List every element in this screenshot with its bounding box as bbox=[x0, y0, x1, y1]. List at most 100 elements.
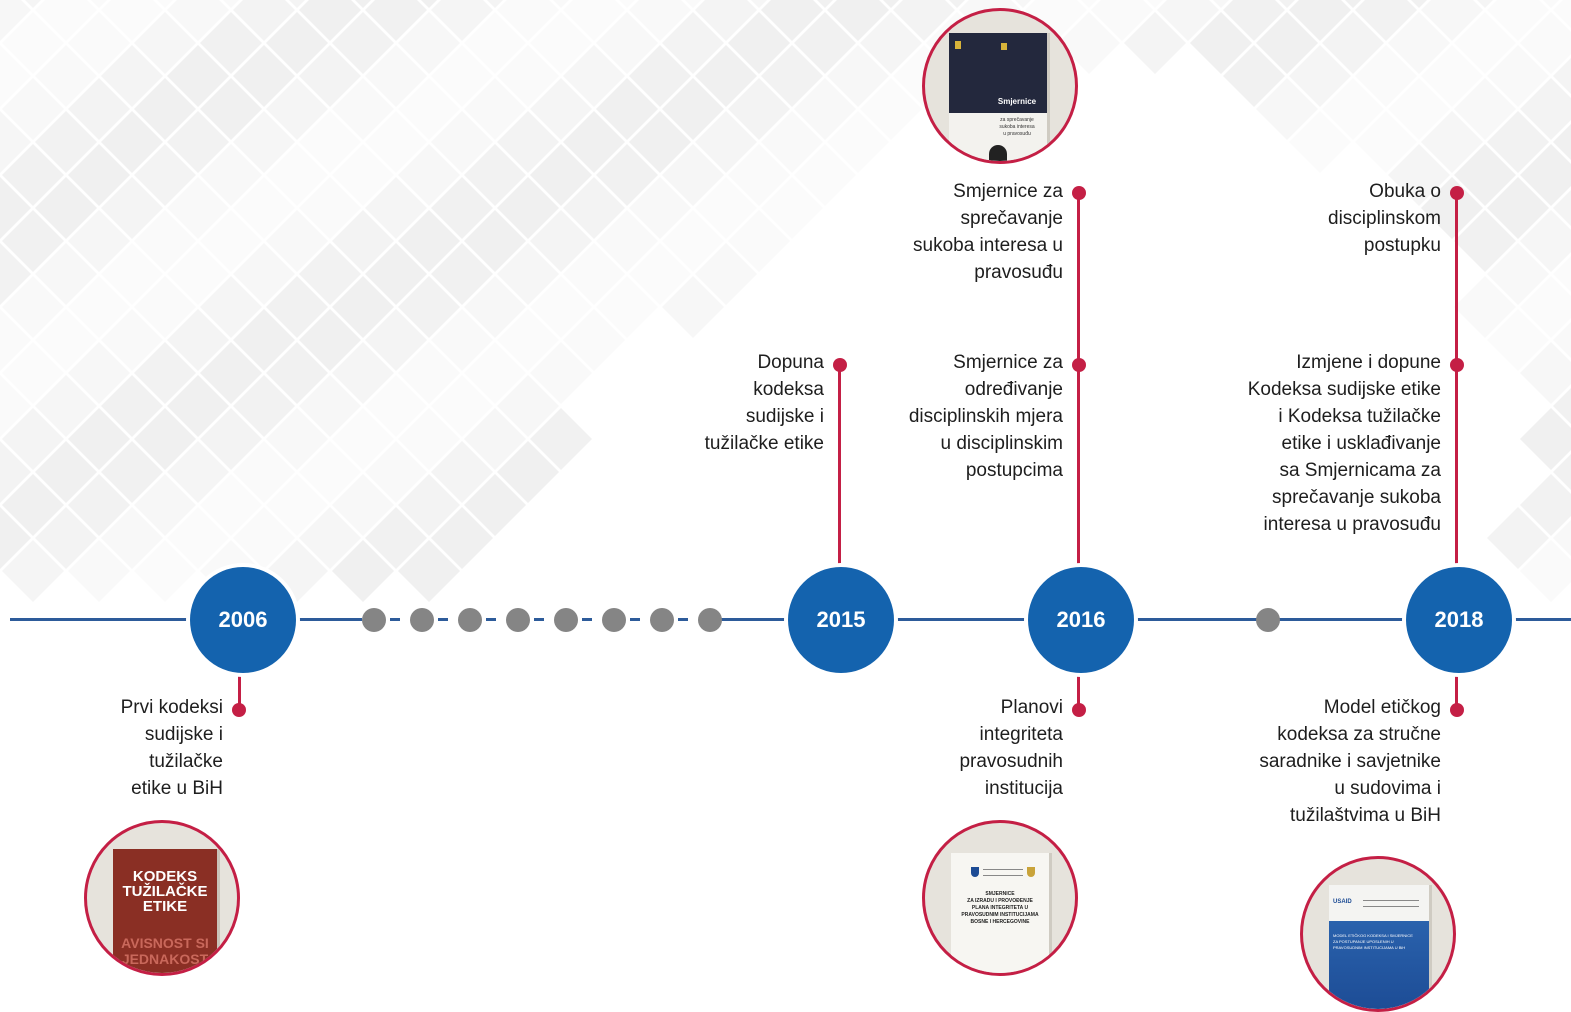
background-diamond bbox=[134, 276, 196, 338]
background-diamond bbox=[2, 342, 64, 404]
background-diamond bbox=[332, 12, 394, 74]
background-diamond bbox=[596, 210, 658, 272]
background-diamond bbox=[101, 0, 163, 41]
background-diamond bbox=[1256, 78, 1318, 140]
background-diamond bbox=[1388, 144, 1450, 206]
header-lines bbox=[1363, 900, 1419, 907]
background-diamond bbox=[530, 144, 592, 206]
background-diamond bbox=[1345, 0, 1361, 8]
book-smjernice-header: Smjernice bbox=[949, 33, 1047, 113]
background-diamond bbox=[497, 243, 559, 305]
background-diamond bbox=[761, 0, 823, 41]
book-planovi: SMJERNICE ZA IZRADU I PROVOĐENJE PLANA I… bbox=[951, 853, 1049, 973]
background-diamond bbox=[233, 441, 295, 503]
background-diamond bbox=[299, 111, 361, 173]
background-diamond bbox=[629, 45, 691, 107]
background-diamond bbox=[200, 276, 262, 338]
background-diamond bbox=[431, 45, 493, 107]
background-diamond bbox=[1520, 210, 1571, 272]
background-diamond bbox=[167, 375, 229, 437]
book-smjernice-subtitle: za sprečavanje sukoba interesa u pravosu… bbox=[999, 117, 1035, 137]
background-diamond bbox=[0, 45, 31, 107]
background-diamond bbox=[365, 441, 427, 503]
background-diamond bbox=[530, 12, 592, 74]
background-diamond bbox=[299, 45, 361, 107]
background-diamond bbox=[2, 78, 64, 140]
background-diamond bbox=[464, 12, 526, 74]
background-diamond bbox=[1025, 0, 1087, 41]
background-diamond bbox=[1520, 408, 1571, 470]
background-diamond bbox=[662, 78, 724, 140]
background-diamond bbox=[398, 540, 460, 602]
timeline-gap-dot bbox=[506, 608, 530, 632]
background-diamond bbox=[0, 309, 31, 371]
background-diamond bbox=[167, 243, 229, 305]
background-diamond bbox=[266, 12, 328, 74]
background-diamond bbox=[398, 12, 460, 74]
background-diamond bbox=[101, 375, 163, 437]
background-diamond bbox=[35, 243, 97, 305]
background-diamond bbox=[685, 0, 701, 8]
event-label-prvi-kodeksi: Prvi kodeksi sudijske i tužilačke etike … bbox=[120, 697, 223, 799]
event-dot bbox=[1450, 358, 1464, 372]
background-diamond bbox=[596, 144, 658, 206]
background-diamond bbox=[728, 210, 790, 272]
background-diamond bbox=[68, 12, 130, 74]
figure-silhouette bbox=[989, 145, 1007, 161]
background-diamond bbox=[563, 177, 625, 239]
background-diamond bbox=[817, 0, 833, 8]
background-diamond bbox=[1015, 0, 1031, 8]
background-diamond bbox=[431, 111, 493, 173]
background-diamond bbox=[1421, 111, 1483, 173]
background-diamond bbox=[431, 441, 493, 503]
background-diamond bbox=[365, 243, 427, 305]
background-diamond bbox=[464, 210, 526, 272]
background-diamond bbox=[1223, 0, 1285, 41]
background-diamond bbox=[728, 144, 790, 206]
background-diamond bbox=[1454, 276, 1516, 338]
background-diamond bbox=[398, 144, 460, 206]
background-diamond bbox=[596, 276, 658, 338]
connector-2018-down bbox=[1455, 673, 1458, 709]
background-diamond bbox=[1091, 0, 1153, 41]
background-diamond bbox=[1477, 0, 1493, 8]
background-diamond bbox=[497, 375, 559, 437]
background-diamond bbox=[497, 177, 559, 239]
event-dot bbox=[1072, 703, 1086, 717]
background-diamond bbox=[619, 0, 635, 8]
connector-2016-up bbox=[1077, 193, 1080, 567]
background-diamond bbox=[233, 0, 295, 41]
background-diamond bbox=[497, 111, 559, 173]
background-diamond bbox=[1520, 342, 1571, 404]
connector-2016-down bbox=[1077, 673, 1080, 709]
background-diamond bbox=[761, 177, 823, 239]
background-diamond bbox=[266, 276, 328, 338]
background-diamond bbox=[1411, 0, 1427, 8]
background-diamond bbox=[91, 0, 107, 8]
background-diamond bbox=[1058, 12, 1120, 74]
background-diamond bbox=[299, 375, 361, 437]
background-diamond bbox=[728, 12, 790, 74]
background-diamond bbox=[1487, 0, 1549, 41]
background-diamond bbox=[101, 243, 163, 305]
background-diamond bbox=[794, 144, 856, 206]
background-diamond bbox=[497, 309, 559, 371]
background-diamond bbox=[487, 0, 503, 8]
background-diamond bbox=[101, 441, 163, 503]
background-diamond bbox=[355, 0, 371, 8]
year-2015: 2015 bbox=[788, 567, 894, 673]
background-diamond bbox=[68, 144, 130, 206]
background-diamond bbox=[431, 0, 493, 41]
timeline-axis-segment bbox=[296, 618, 362, 621]
background-diamond bbox=[68, 342, 130, 404]
background-diamond bbox=[2, 408, 64, 470]
timeline-dash bbox=[486, 618, 496, 621]
background-diamond bbox=[233, 177, 295, 239]
timeline-gap-dot bbox=[1256, 608, 1280, 632]
book-kodeks-bottom: AVISNOST SI JEDNAKOST bbox=[121, 935, 209, 967]
timeline-axis-segment bbox=[894, 618, 1028, 621]
background-diamond bbox=[563, 111, 625, 173]
background-diamond bbox=[0, 111, 31, 173]
background-diamond bbox=[827, 45, 889, 107]
background-diamond bbox=[68, 408, 130, 470]
